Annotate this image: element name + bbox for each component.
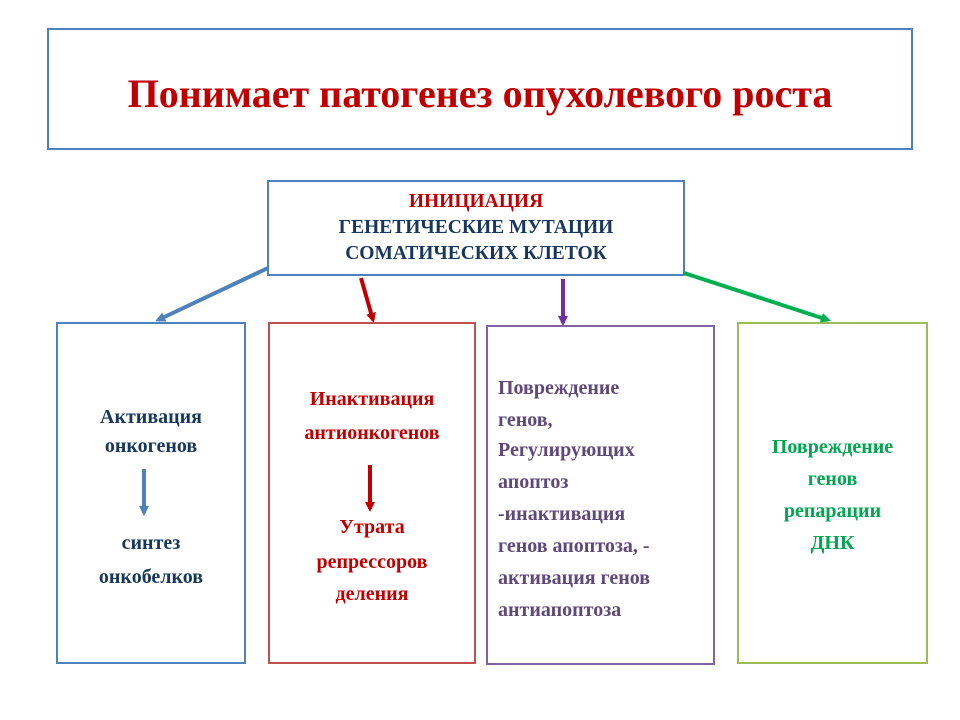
arrow-to-dna-repair (683, 271, 831, 323)
oncogenes-label-2: онкогенов (104, 435, 198, 457)
initiation-line-3: СОМАТИЧЕСКИХ КЛЕТОК (345, 243, 607, 264)
dna-repair-box: Повреждение генов репарации ДНК (737, 322, 928, 664)
apoptosis-line-5: -инактивация (498, 503, 626, 525)
apoptosis-line-6: генов апоптоза, - (498, 535, 650, 557)
apoptosis-line-1: Повреждение (498, 377, 620, 399)
arrow-to-oncogenes (155, 266, 269, 322)
initiation-line-2: ГЕНЕТИЧЕСКИЕ МУТАЦИИ (338, 217, 614, 238)
antioncogenes-box: Инактивация антионкогенов Утрата репресс… (268, 322, 476, 664)
apoptosis-line-8: антиапоптоза (498, 599, 622, 621)
apoptosis-line-4: апоптоз (498, 471, 569, 493)
repressor-loss-label-1: Утрата (339, 516, 405, 538)
repressor-loss-label-2: репрессоров (316, 551, 428, 573)
initiation-heading: ИНИЦИАЦИЯ (408, 191, 544, 212)
arrow-to-antioncogenes (359, 277, 376, 323)
apoptosis-line-3: Регулирующих (498, 439, 635, 461)
oncogenes-box: Активация онкогенов синтез онкобелков (56, 322, 246, 664)
oncogenes-label-1: Активация (100, 406, 202, 428)
apoptosis-line-7: активация генов (498, 567, 651, 589)
repair-line-3: репарации (783, 500, 882, 522)
antioncogenes-label-1: Инактивация (309, 388, 435, 410)
page-title: Понимает патогенез опухолевого роста (127, 71, 833, 116)
oncoproteins-label-1: синтез (121, 532, 181, 554)
repair-line-1: Повреждение (771, 436, 894, 458)
repair-line-2: генов (807, 468, 858, 490)
antioncogenes-label-2: антионкогенов (304, 422, 440, 444)
title-box: Понимает патогенез опухолевого роста (47, 28, 913, 150)
repressor-loss-label-3: деления (335, 583, 409, 605)
oncoproteins-label-2: онкобелков (98, 566, 204, 588)
initiation-box: ИНИЦИАЦИЯ ГЕНЕТИЧЕСКИЕ МУТАЦИИ СОМАТИЧЕС… (267, 180, 685, 276)
apoptosis-box: Повреждение генов, Регулирующих апоптоз … (486, 325, 715, 665)
apoptosis-line-2: генов, (498, 409, 553, 431)
repair-line-4: ДНК (810, 532, 855, 554)
